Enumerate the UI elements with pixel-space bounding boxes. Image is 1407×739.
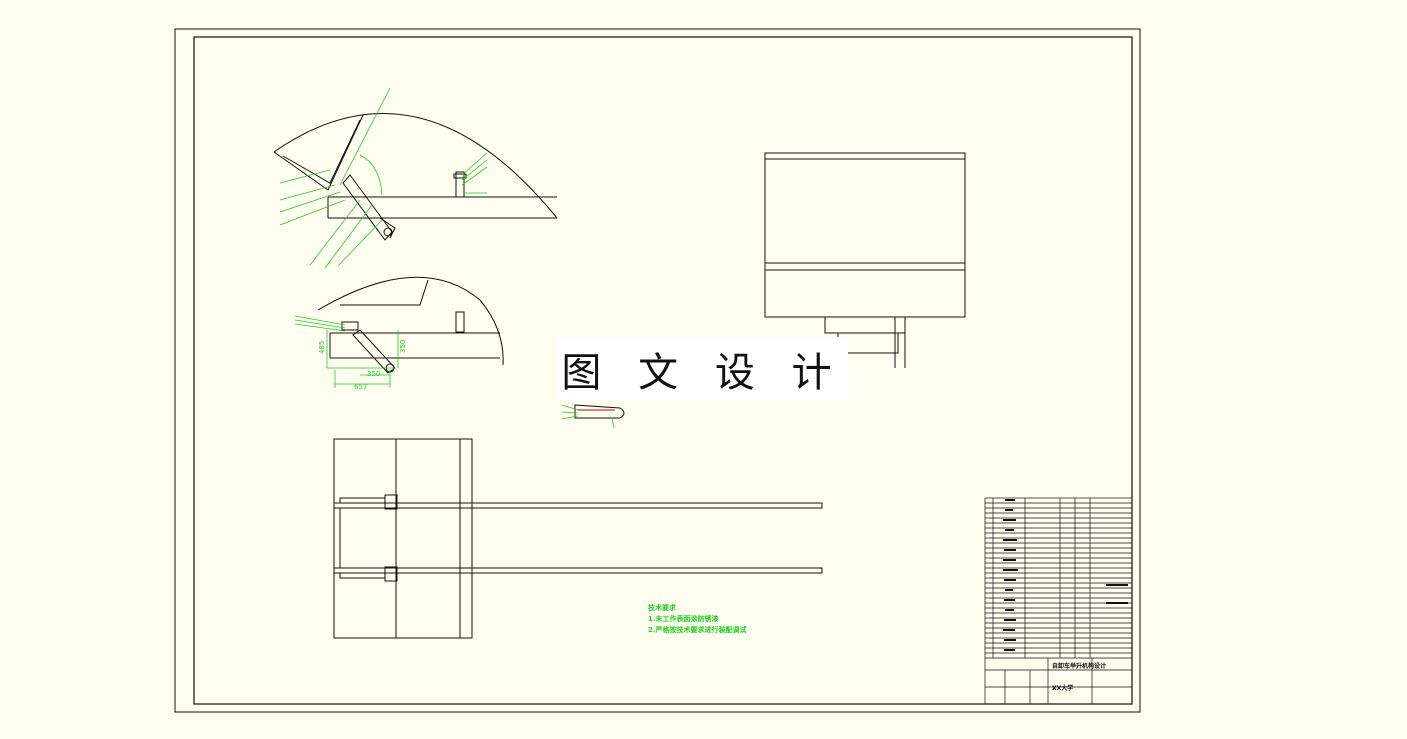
detail-part [561, 404, 625, 429]
parts-list-rows [985, 502, 1132, 659]
parts-list-entries [1003, 499, 1128, 651]
front-view [764, 152, 966, 368]
side-view-raised [273, 112, 558, 241]
parts-list: 自卸车举升机构设计 XX大学 [984, 497, 1133, 705]
inner-frame [193, 36, 1133, 705]
notes-title: 技术要求 [648, 604, 676, 612]
notes-line-1: 1.未工作表面涂防锈漆 [648, 615, 719, 623]
notes-line-2: 2.严格按技术要求进行装配调试 [648, 626, 747, 634]
top-view [333, 438, 823, 639]
side-view-lowered [317, 276, 504, 374]
dim-350-horizontal: 350 [367, 370, 380, 378]
side-view-raised-leaders [279, 87, 488, 269]
technical-notes: 技术要求 1.未工作表面涂防锈漆 2.严格按技术要求进行装配调试 [648, 603, 747, 636]
title-block-name: 自卸车举升机构设计 [1052, 662, 1106, 670]
dim-350-vertical: 350 [399, 340, 407, 353]
outer-frame [174, 28, 1141, 713]
watermark-banner: 图 文 设 计 [557, 337, 848, 400]
title-block-school: XX大学 [1052, 684, 1073, 692]
dim-657: 657 [354, 383, 367, 391]
side-view-lowered-dims: 657 350 485 350 [294, 315, 407, 391]
dim-485: 485 [318, 341, 326, 354]
watermark-text: 图 文 设 计 [561, 349, 844, 396]
